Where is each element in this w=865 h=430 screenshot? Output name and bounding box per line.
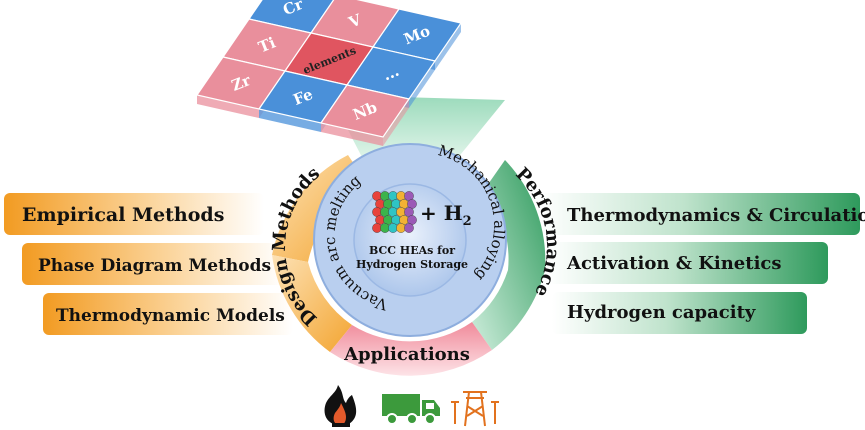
- thermodynamic-models-label: Thermodynamic Models: [56, 306, 285, 326]
- thermodynamic-models-banner: Thermodynamic Models: [43, 293, 293, 335]
- hydrogen-capacity-banner: Hydrogen capacity: [552, 292, 807, 334]
- element-symbol: ...: [380, 62, 401, 85]
- phase-diagram-methods-banner: Phase Diagram Methods: [22, 243, 284, 285]
- element-tile-more: ...: [346, 46, 436, 108]
- design-methods-arc-lower: [272, 255, 352, 352]
- element-tile-nb: Nb: [320, 84, 410, 146]
- design-methods-list: Empirical Methods Phase Diagram Methods …: [4, 193, 293, 335]
- applications-arc: [330, 322, 492, 376]
- thermodynamics-circulation-label: Thermodynamics & Circulation: [567, 205, 865, 226]
- performance-list: Thermodynamics & Circulation Activation …: [540, 193, 865, 334]
- element-symbol: Ti: [256, 33, 279, 56]
- applications-title: Applications: [343, 344, 470, 365]
- hydrogen-capacity-label: Hydrogen capacity: [567, 302, 756, 323]
- empirical-methods-label: Empirical Methods: [22, 204, 224, 226]
- performance-arc: [472, 160, 546, 350]
- activation-kinetics-banner: Activation & Kinetics: [548, 242, 828, 284]
- center-title-line1: BCC HEAs for: [369, 244, 455, 257]
- truck-icon: [382, 394, 440, 425]
- bcc-lattice-atoms: [372, 191, 417, 233]
- element-symbol: Fe: [291, 85, 316, 109]
- thermodynamics-circulation-banner: Thermodynamics & Circulation: [540, 193, 865, 235]
- h2-label: + H2: [420, 201, 472, 229]
- phase-diagram-methods-label: Phase Diagram Methods: [38, 256, 271, 276]
- atom: [404, 223, 414, 233]
- activation-kinetics-label: Activation & Kinetics: [566, 253, 782, 274]
- center-title-line2: Hydrogen Storage: [356, 258, 468, 271]
- power-tower-icon: [451, 391, 499, 427]
- flame-icon: [324, 385, 357, 427]
- empirical-methods-banner: Empirical Methods: [4, 193, 264, 235]
